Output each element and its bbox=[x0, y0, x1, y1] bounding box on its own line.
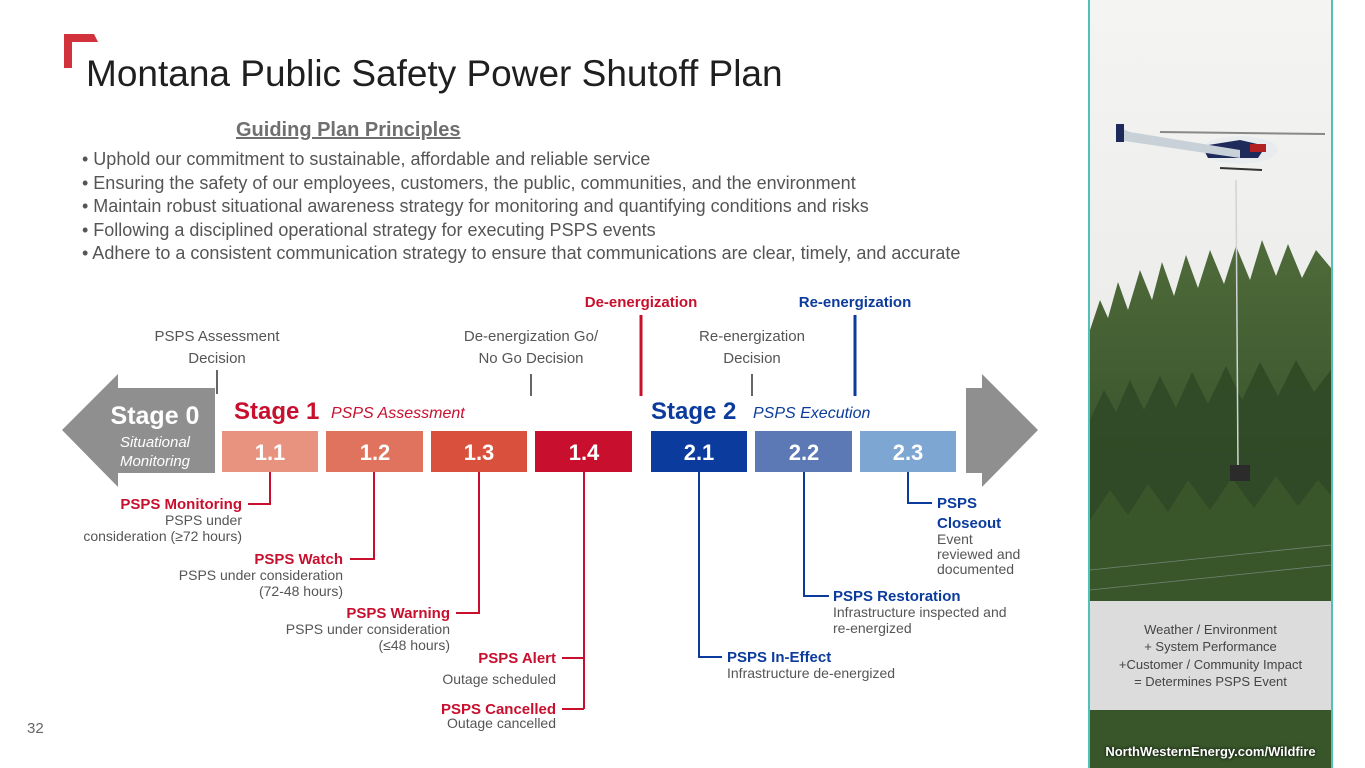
reenergization-decision-label: Decision bbox=[723, 350, 781, 367]
callout-warning-desc: PSPS under consideration bbox=[286, 621, 450, 637]
stage-box-label: 1.2 bbox=[360, 440, 391, 465]
stage2-title: Stage 2 bbox=[651, 398, 736, 425]
callout-restoration-title: PSPS Restoration bbox=[833, 588, 961, 605]
formula-line: + System Performance bbox=[1144, 639, 1277, 654]
stage-box-2-1: 2.1 bbox=[651, 431, 747, 472]
callout-warning-title: PSPS Warning bbox=[346, 605, 450, 622]
callout-alert-desc: Outage scheduled bbox=[442, 671, 556, 687]
stage-box-bg bbox=[431, 431, 527, 472]
forward-arrow bbox=[966, 374, 1038, 487]
page-number: 32 bbox=[27, 720, 44, 737]
callout-in-effect-desc: Infrastructure de-energized bbox=[727, 665, 895, 681]
connector-closeout bbox=[907, 472, 932, 504]
callout-restoration-desc: Infrastructure inspected and bbox=[833, 604, 1007, 620]
go-nogo-decision-label: De-energization Go/ bbox=[464, 328, 599, 345]
callout-closeout-title: PSPS bbox=[937, 495, 977, 512]
stage-box-2-3: 2.3 bbox=[860, 431, 956, 472]
deenergization-label: De-energization bbox=[585, 294, 698, 311]
stage-box-bg bbox=[651, 431, 747, 472]
psps-formula-box: Weather / Environment + System Performan… bbox=[1090, 601, 1331, 710]
callout-closeout-desc: documented bbox=[937, 561, 1014, 577]
reenergization-decision-label: Re-energization bbox=[699, 328, 805, 345]
stage-box-bg bbox=[860, 431, 956, 472]
connector-restoration bbox=[803, 472, 829, 597]
stage-box-1-4: 1.4 bbox=[535, 431, 632, 472]
principles-list: • Uphold our commitment to sustainable, … bbox=[82, 148, 960, 266]
stage-box-1-2: 1.2 bbox=[326, 431, 423, 472]
footer-url: NorthWesternEnergy.com/Wildfire bbox=[1105, 744, 1316, 759]
stage0-arrow bbox=[62, 374, 215, 487]
stage1-title: Stage 1 bbox=[234, 398, 319, 425]
principle-item: • Ensuring the safety of our employees, … bbox=[82, 172, 856, 193]
stage-box-label: 1.4 bbox=[569, 440, 600, 465]
callout-watch-desc: PSPS under consideration bbox=[179, 567, 343, 583]
psps-stage-diagram: De-energization Re-energization PSPS Ass… bbox=[62, 294, 1038, 731]
stage-box-bg bbox=[222, 431, 318, 472]
principle-item: • Adhere to a consistent communication s… bbox=[82, 243, 961, 263]
connector-warning bbox=[456, 472, 480, 614]
go-nogo-decision-label: No Go Decision bbox=[478, 350, 583, 367]
callout-monitoring-desc: PSPS under bbox=[165, 512, 242, 528]
stage-box-bg bbox=[326, 431, 423, 472]
stage-box-label: 2.1 bbox=[684, 440, 715, 465]
principles-heading: Guiding Plan Principles bbox=[236, 119, 461, 141]
stage0-subtitle: Monitoring bbox=[120, 453, 191, 470]
stage0-title: Stage 0 bbox=[111, 402, 200, 430]
principle-item: • Maintain robust situational awareness … bbox=[82, 196, 869, 216]
reenergization-label: Re-energization bbox=[799, 294, 912, 311]
callout-watch-title: PSPS Watch bbox=[254, 551, 343, 568]
formula-line: +Customer / Community Impact bbox=[1118, 656, 1303, 672]
stage1-subtitle: PSPS Assessment bbox=[331, 405, 465, 422]
side-panel: Weather / Environment + System Performan… bbox=[1088, 0, 1333, 768]
callout-closeout-desc: Event bbox=[937, 531, 973, 547]
stage-box-bg bbox=[755, 431, 852, 472]
assessment-decision-label: PSPS Assessment bbox=[154, 328, 280, 345]
callout-closeout-title: Closeout bbox=[937, 515, 1001, 532]
callout-monitoring-title: PSPS Monitoring bbox=[120, 496, 242, 513]
connector-watch bbox=[350, 472, 375, 560]
callout-monitoring-desc: consideration (≥72 hours) bbox=[83, 528, 242, 544]
connector-in-effect bbox=[698, 472, 722, 658]
callout-in-effect-title: PSPS In-Effect bbox=[727, 649, 831, 666]
principle-item: • Uphold our commitment to sustainable, … bbox=[82, 149, 651, 169]
callout-alert-title: PSPS Alert bbox=[478, 650, 556, 667]
principle-item: • Following a disciplined operational st… bbox=[82, 219, 656, 240]
callout-watch-desc: (72-48 hours) bbox=[259, 583, 343, 599]
page-title: Montana Public Safety Power Shutoff Plan bbox=[86, 53, 783, 94]
corner-accent-icon bbox=[64, 34, 98, 68]
stage2-subtitle: PSPS Execution bbox=[753, 405, 871, 422]
formula-line: = Determines PSPS Event bbox=[1134, 674, 1287, 689]
callout-cancelled-title: PSPS Cancelled bbox=[441, 701, 556, 718]
callout-cancelled-desc: Outage cancelled bbox=[447, 715, 556, 731]
callout-warning-desc: (≤48 hours) bbox=[379, 637, 451, 653]
callout-closeout-desc: reviewed and bbox=[937, 546, 1020, 562]
stage0-subtitle: Situational bbox=[120, 434, 191, 451]
helicopter-icon bbox=[1116, 124, 1326, 171]
stage-box-1-3: 1.3 bbox=[431, 431, 527, 472]
stage-box-2-2: 2.2 bbox=[755, 431, 852, 472]
stage-box-bg bbox=[535, 431, 632, 472]
connector-monitoring bbox=[248, 472, 271, 505]
callout-restoration-desc: re-energized bbox=[833, 620, 912, 636]
stage-box-label: 1.3 bbox=[464, 440, 495, 465]
stage-box-label: 2.3 bbox=[893, 440, 924, 465]
assessment-decision-label: Decision bbox=[188, 350, 246, 367]
stage-box-1-1: 1.1 bbox=[222, 431, 318, 472]
stage-box-label: 1.1 bbox=[255, 440, 286, 465]
stage-box-label: 2.2 bbox=[789, 440, 820, 465]
formula-line: Weather / Environment bbox=[1144, 621, 1277, 637]
